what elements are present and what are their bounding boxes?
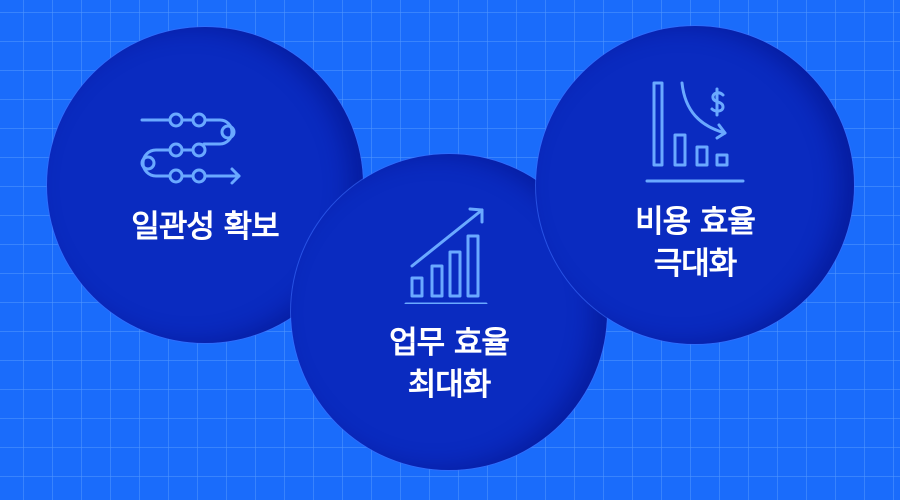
growth-chart-icon bbox=[404, 207, 488, 304]
card-title-line1: 비용 효율 bbox=[635, 204, 756, 240]
card-title-line2: 극대화 bbox=[653, 246, 738, 282]
card-consistency: 일관성 확보 bbox=[47, 27, 363, 343]
card-cost-efficiency: 비용 효율 극대화 bbox=[536, 26, 854, 344]
process-flow-icon bbox=[140, 112, 241, 185]
card-title-line1: 업무 효율 bbox=[389, 325, 510, 361]
card-title-line2: 최대화 bbox=[407, 367, 492, 403]
card-title: 일관성 확보 bbox=[131, 209, 279, 245]
cost-reduction-icon bbox=[645, 81, 745, 183]
